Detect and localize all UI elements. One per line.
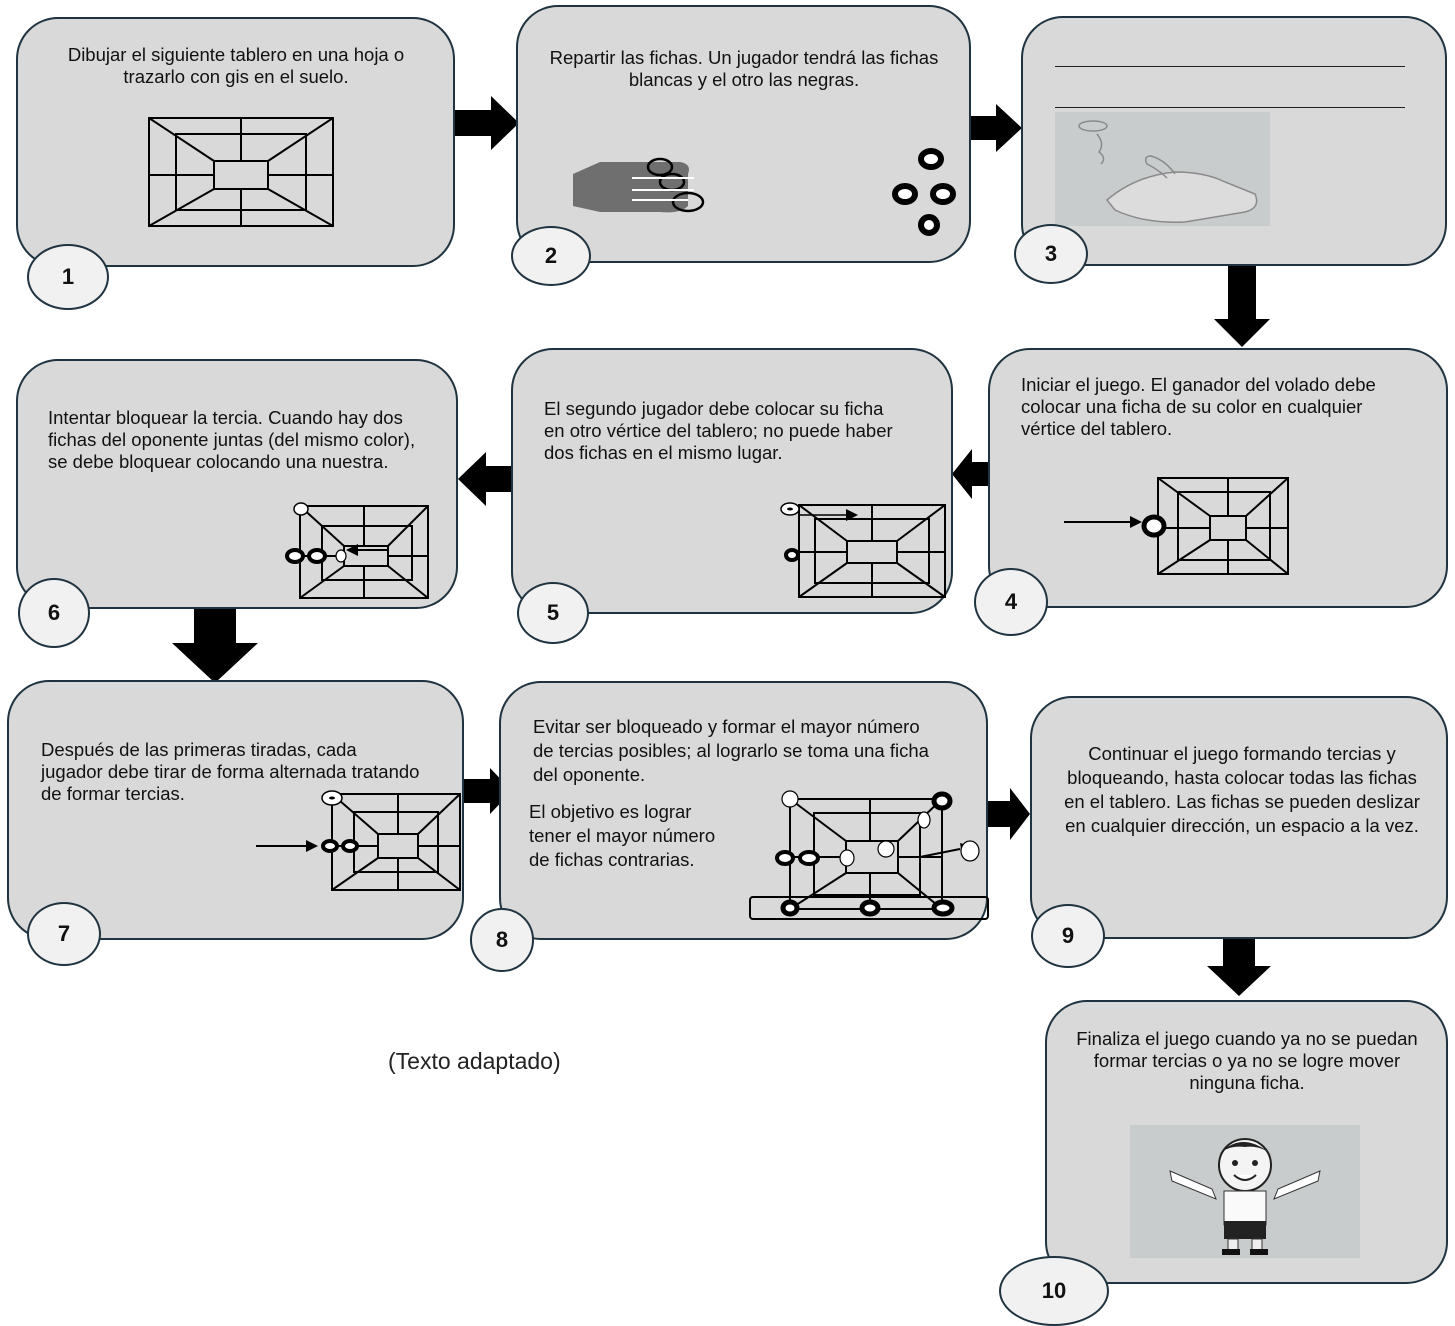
arrow-down-3-4	[1214, 253, 1270, 347]
arrow-down-6-7	[172, 603, 258, 683]
step-1-badge: 1	[27, 244, 109, 310]
step-2-text: Repartir las fichas. Un jugador tendrá l…	[549, 47, 939, 90]
step-8-text: Evitar ser bloqueado y formar el mayor n…	[533, 716, 929, 785]
board-with-first-piece	[1064, 477, 1289, 575]
cheering-boy-image	[1130, 1125, 1360, 1258]
step-9-badge: 9	[1031, 904, 1105, 968]
step-2-box	[516, 5, 971, 263]
arrow-left-4-5	[952, 449, 988, 499]
source-note: (Texto adaptado)	[388, 1048, 561, 1074]
board-diagram	[148, 117, 334, 227]
step-8-note: El objetivo es lograr tener el mayor núm…	[529, 801, 716, 870]
coin-flip-hand-image	[1055, 112, 1270, 226]
step-9-text: Continuar el juego formando tercias y bl…	[1064, 743, 1420, 836]
step-5-badge: 5	[517, 582, 589, 644]
board-block-tercia	[285, 502, 429, 599]
blank-line-2	[1055, 107, 1405, 108]
step-5-text: El segundo jugador debe colocar su ficha…	[544, 398, 893, 463]
step-7-badge: 7	[27, 902, 101, 966]
pointer-arrow	[798, 509, 858, 521]
arrow-right-2-3	[962, 104, 1022, 152]
blank-line-1	[1055, 66, 1405, 67]
arrow-right-1-2	[455, 96, 519, 150]
step-10-text: Finaliza el juego cuando ya no se puedan…	[1076, 1028, 1418, 1093]
step-4-badge: 4	[974, 568, 1048, 636]
step-6-text: Intentar bloquear la tercia. Cuando hay …	[48, 407, 416, 472]
step-8-badge: 8	[470, 908, 534, 972]
step-6-box	[16, 359, 458, 609]
step-5-box	[511, 348, 953, 614]
black-piece-icon	[784, 548, 800, 562]
step-9-box	[1030, 696, 1448, 939]
arrow-left-5-6	[458, 452, 518, 506]
step-7-text: Después de las primeras tiradas, cada ju…	[41, 739, 420, 804]
hand-with-pieces-icon	[573, 157, 705, 213]
step-1-text: Dibujar el siguiente tablero en una hoja…	[67, 44, 405, 87]
board-with-second-piece	[798, 504, 946, 598]
step-4-text: Iniciar el juego. El ganador del volado …	[1021, 374, 1376, 439]
white-piece-icon	[780, 502, 800, 516]
step-2-badge: 2	[511, 226, 591, 286]
board-alternate-moves	[256, 790, 461, 891]
black-pieces-icon	[892, 148, 956, 236]
step-10-badge: 10	[999, 1256, 1109, 1326]
step-3-badge: 3	[1014, 224, 1088, 284]
board-forming-tercias	[749, 790, 989, 920]
arrow-right-8-9	[988, 788, 1030, 840]
arrow-down-9-10	[1207, 938, 1271, 996]
step-6-badge: 6	[18, 578, 90, 648]
step-7-box	[7, 680, 464, 940]
